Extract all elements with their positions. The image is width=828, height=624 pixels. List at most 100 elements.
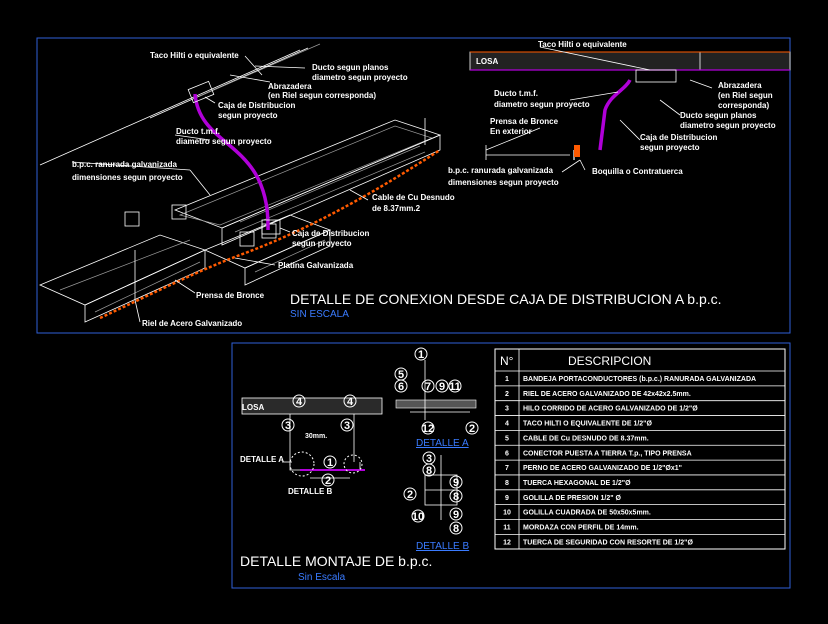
label-bpc-1: b.p.c. ranurada galvanizada	[72, 160, 177, 169]
mounting-detail: 4 4 3 3 1 2 30mm.	[241, 394, 383, 487]
label-r-ducto-tmf-1: Ducto t.m.f.	[494, 89, 538, 98]
label-r-ducto-planos-2: diametro segun proyecto	[680, 121, 776, 130]
table-row-description: BANDEJA PORTACONDUCTORES (b.p.c.) RANURA…	[523, 376, 756, 383]
svg-text:4: 4	[347, 396, 354, 408]
table-row-number: 12	[503, 539, 511, 546]
detail-b-title: DETALLE B	[416, 541, 469, 552]
svg-text:2: 2	[469, 423, 475, 435]
label-r-prensa-2: En exterior	[490, 127, 532, 136]
table-row-number: 4	[505, 421, 509, 428]
label-detalle-b: DETALLE B	[288, 487, 333, 496]
svg-text:6: 6	[398, 381, 404, 393]
svg-text:5: 5	[398, 369, 404, 381]
svg-text:3: 3	[426, 453, 432, 465]
label-caja-1: Caja de Distribucion	[218, 101, 295, 110]
label-abrazadera-1: Abrazadera	[268, 82, 312, 91]
table-row-description: PERNO DE ACERO GALVANIZADO DE 1/2"Øx1"	[523, 465, 682, 472]
svg-text:8: 8	[426, 465, 432, 477]
table-row-description: GOLILLA DE PRESION 1/2" Ø	[523, 495, 622, 502]
label-r-bpc-2: dimensiones segun proyecto	[448, 178, 559, 187]
label-platina: Platina Galvanizada	[278, 261, 354, 270]
svg-text:3: 3	[344, 420, 350, 432]
svg-text:9: 9	[453, 477, 459, 489]
table-row-description: GOLILLA CUADRADA DE 50x50x5mm.	[523, 510, 651, 517]
svg-text:2: 2	[407, 489, 413, 501]
copper-cable	[99, 148, 441, 320]
table-row-number: 7	[505, 465, 509, 472]
label-b-losa: LOSA	[242, 403, 264, 412]
top-frame	[36, 37, 791, 334]
label-r-abrazadera-1: Abrazadera	[718, 81, 762, 90]
table-row-description: TUERCA HEXAGONAL DE 1/2"Ø	[523, 480, 631, 487]
table-row-number: 9	[505, 495, 509, 502]
bottom-subtitle: Sin Escala	[298, 572, 346, 583]
label-caja2-1: Caja de Distribucion	[292, 229, 369, 238]
table-row-number: 10	[503, 510, 511, 517]
label-ducto-planos-2: diametro segun proyecto	[312, 73, 408, 82]
table-row-description: RIEL DE ACERO GALVANIZADO DE 42x42x2.5mm…	[523, 391, 691, 398]
duct-tube	[193, 93, 270, 231]
bottom-title: DETALLE MONTAJE DE b.p.c.	[240, 553, 432, 569]
label-taco: Taco Hilti o equivalente	[150, 51, 239, 60]
label-r-boquilla: Boquilla o Contratuerca	[592, 167, 683, 176]
top-subtitle: SIN ESCALA	[290, 309, 349, 320]
description-table: N° DESCRIPCION 1 BANDEJA PORTACONDUCTORES…	[494, 348, 786, 550]
svg-text:12: 12	[422, 423, 434, 435]
label-detalle-a: DETALLE A	[240, 455, 284, 464]
svg-text:7: 7	[425, 381, 431, 393]
table-header-desc: DESCRIPCION	[568, 354, 651, 368]
label-r-losa: LOSA	[476, 57, 498, 66]
label-r-abrazadera-3: corresponda)	[718, 101, 769, 110]
table-row-description: HILO CORRIDO DE ACERO GALVANIZADO DE 1/2…	[523, 406, 698, 413]
section-detail	[469, 46, 791, 173]
table-row-number: 2	[505, 391, 509, 398]
label-r-ducto-planos-1: Ducto segun planos	[680, 111, 757, 120]
label-r-prensa-1: Prensa de Bronce	[490, 117, 559, 126]
table-row-description: TUERCA DE SEGURIDAD CON RESORTE DE 1/2"Ø	[523, 539, 693, 546]
table-row-number: 6	[505, 450, 509, 457]
table-row-number: 5	[505, 435, 509, 442]
svg-text:9: 9	[439, 381, 445, 393]
label-abrazadera-2: (en Riel segun corresponda)	[268, 91, 376, 100]
label-ducto-tmf-2: diametro segun proyecto	[176, 137, 272, 146]
svg-text:10: 10	[412, 511, 424, 523]
table-row-description: CONECTOR PUESTA A TIERRA T.p., TIPO PREN…	[523, 450, 692, 457]
label-bpc-2: dimensiones segun proyecto	[72, 173, 183, 182]
detail-a-title: DETALLE A	[416, 438, 469, 449]
dim-30mm: 30mm.	[305, 433, 327, 440]
table-row-description: CABLE DE Cu DESNUDO DE 8.37mm.	[523, 435, 649, 442]
detail-a-drawing: 1 5 6 7 9 11 12 2	[394, 347, 479, 435]
label-r-caja-2: segun proyecto	[640, 143, 700, 152]
svg-text:8: 8	[453, 491, 459, 503]
table-header-n: N°	[500, 354, 514, 368]
svg-text:11: 11	[449, 381, 461, 393]
bottom-frame	[231, 342, 791, 589]
top-title: DETALLE DE CONEXION DESDE CAJA DE DISTRI…	[290, 291, 722, 307]
label-ducto-planos-1: Ducto segun planos	[312, 63, 389, 72]
label-r-caja-1: Caja de Distribucion	[640, 133, 717, 142]
label-riel: Riel de Acero Galvanizado	[142, 319, 242, 328]
label-caja-2: segun proyecto	[218, 111, 278, 120]
detail-b-drawing: 3 8 9 2 8 10 9 8	[403, 451, 463, 535]
table-row-number: 3	[505, 406, 509, 413]
isometric-detail	[38, 43, 442, 323]
label-prensa: Prensa de Bronce	[196, 291, 265, 300]
svg-text:1: 1	[418, 349, 424, 361]
label-r-ducto-tmf-2: diametro segun proyecto	[494, 100, 590, 109]
table-row-description: MORDAZA CON PERFIL DE 14mm.	[523, 525, 639, 532]
svg-text:4: 4	[296, 396, 303, 408]
label-cable-1: Cable de Cu Desnudo	[372, 193, 455, 202]
label-caja2-2: segun proyecto	[292, 239, 352, 248]
label-ducto-tmf-1: Ducto t.m.f.	[176, 127, 220, 136]
svg-text:1: 1	[327, 457, 333, 469]
table-row-number: 1	[505, 376, 509, 383]
svg-text:8: 8	[453, 523, 459, 535]
table-row-number: 11	[503, 525, 511, 532]
table-row-description: TACO HILTI O EQUIVALENTE DE 1/2"Ø	[523, 421, 652, 428]
svg-text:3: 3	[285, 420, 291, 432]
label-r-bpc-1: b.p.c. ranurada galvanizada	[448, 166, 553, 175]
table-row-number: 8	[505, 480, 509, 487]
svg-text:9: 9	[453, 509, 459, 521]
label-cable-2: de 8.37mm.2	[372, 204, 421, 213]
